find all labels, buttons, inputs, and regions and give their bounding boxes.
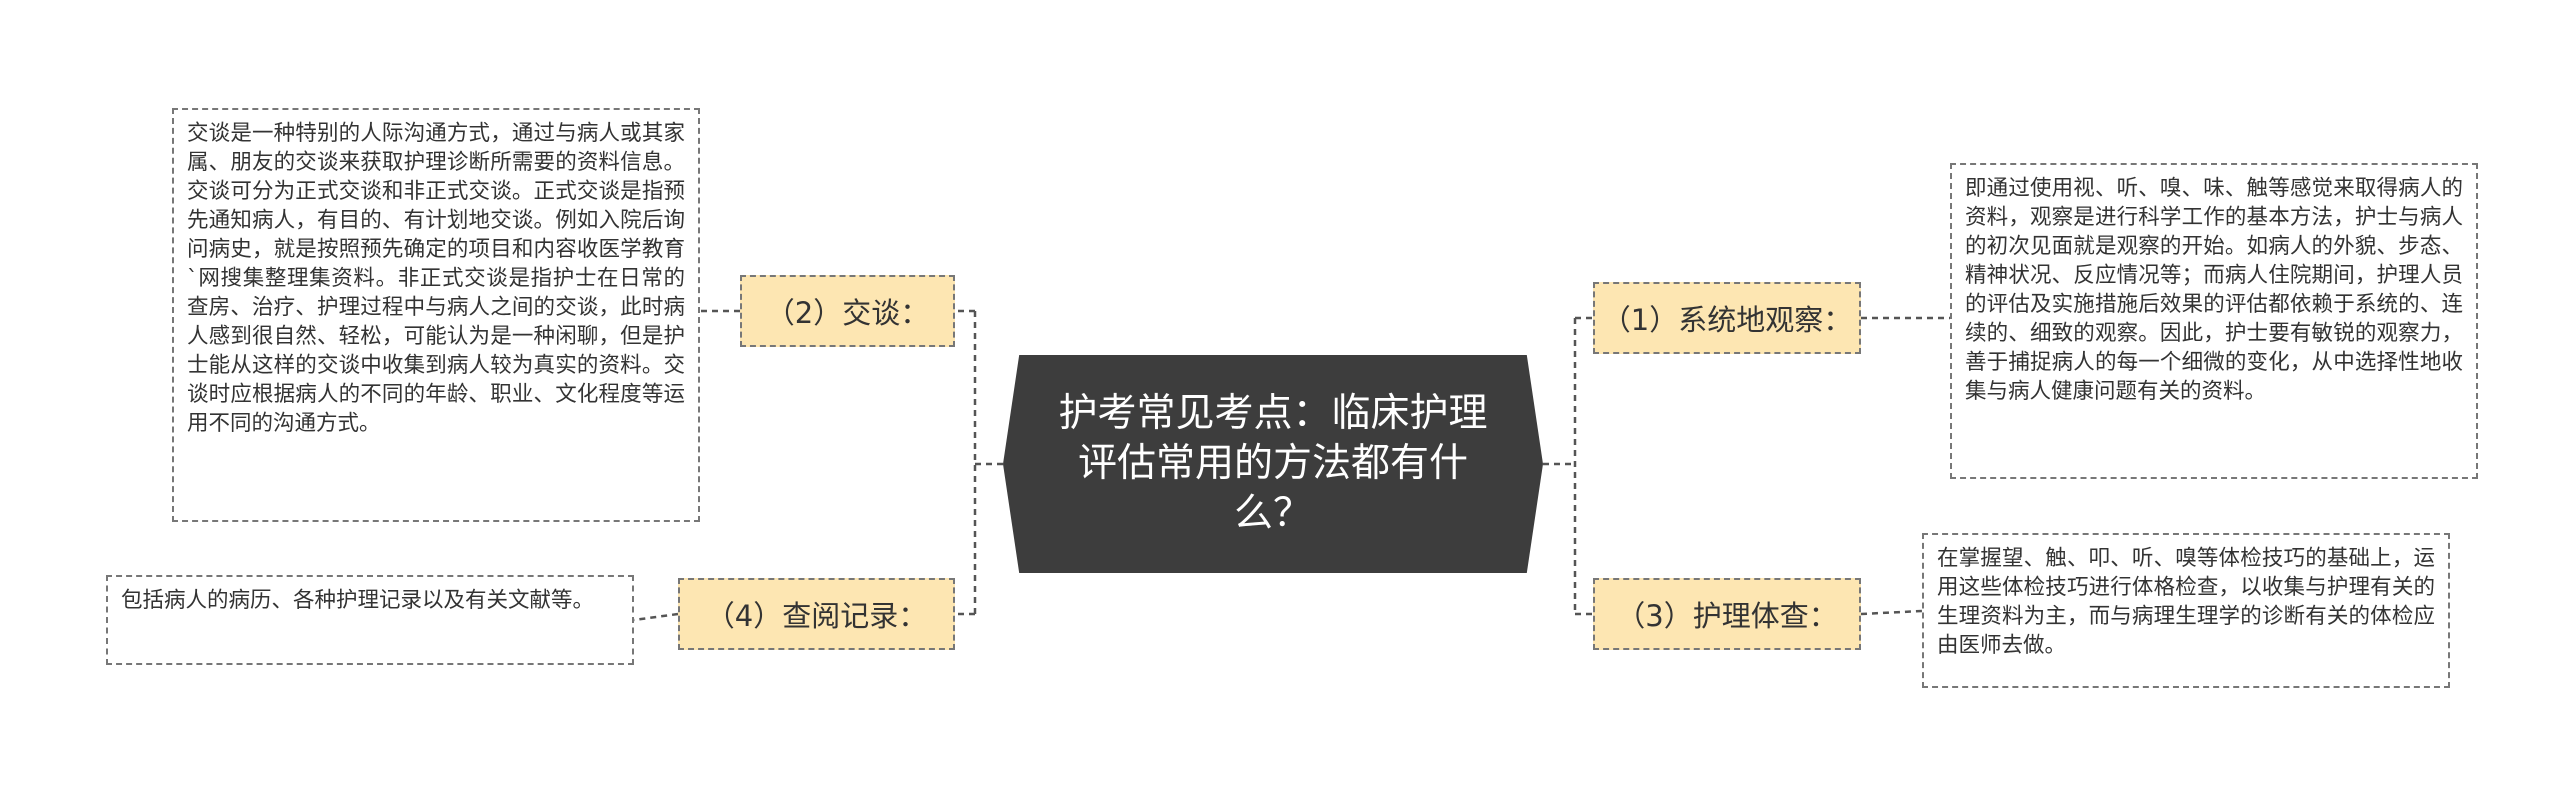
- connector-branch-4-to-detail: [633, 612, 679, 622]
- detail-systematic-observation[interactable]: 即通过使用视、听、嗅、味、触等感觉来取得病人的资料，观察是进行科学工作的基本方法…: [1950, 163, 2478, 479]
- branch-systematic-observation[interactable]: （1）系统地观察：: [1593, 282, 1861, 354]
- detail-physical-exam[interactable]: 在掌握望、触、叩、听、嗅等体检技巧的基础上，运用这些体检技巧进行体格检查，以收集…: [1922, 533, 2450, 688]
- central-topic[interactable]: 护考常见考点：临床护理评估常用的方法都有什么？: [1003, 355, 1543, 573]
- detail-review-records[interactable]: 包括病人的病历、各种护理记录以及有关文献等。: [106, 575, 634, 665]
- branch-conversation[interactable]: （2）交谈：: [740, 275, 955, 347]
- connector-central-to-right: [1543, 318, 1577, 614]
- branch-review-records[interactable]: （4）查阅记录：: [678, 578, 955, 650]
- detail-conversation[interactable]: 交谈是一种特别的人际沟通方式，通过与病人或其家属、朋友的交谈来获取护理诊断所需要…: [172, 108, 700, 522]
- connector-central-to-left: [973, 311, 1003, 614]
- connector-branch-3-to-detail: [1860, 609, 1923, 616]
- branch-physical-exam[interactable]: （3）护理体查：: [1593, 578, 1861, 650]
